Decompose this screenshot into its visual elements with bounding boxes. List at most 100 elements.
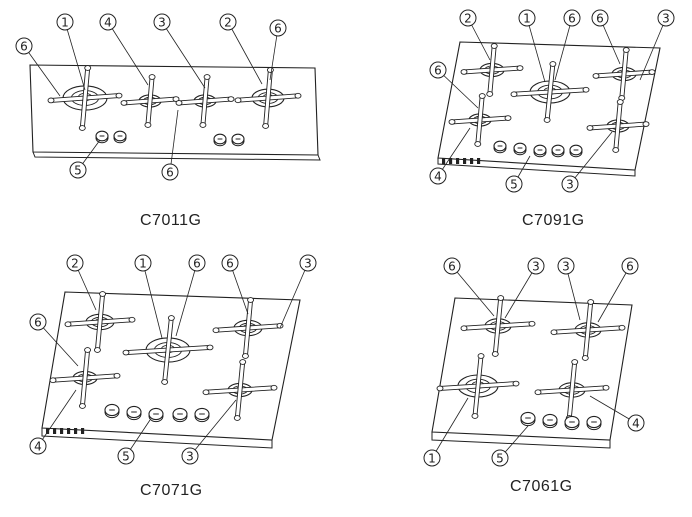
grate: [550, 299, 626, 361]
grate-bar-horizontal-foot: [512, 380, 520, 387]
grate-bar-horizontal-foot: [516, 65, 524, 71]
leader-line: [229, 262, 249, 315]
grate-bar-vertical-foot: [144, 122, 152, 128]
knob: [113, 130, 127, 144]
callout: 1: [423, 397, 469, 467]
grate-bar-vertical-foot: [486, 91, 494, 97]
grate-bar-vertical-foot: [571, 359, 579, 365]
callout-number: 6: [434, 64, 442, 78]
grate-bar-vertical-foot: [490, 43, 498, 49]
grate-bar-horizontal-foot: [460, 69, 468, 75]
grate: [460, 43, 524, 97]
leader-line: [37, 321, 79, 367]
vent-slot: [60, 428, 64, 434]
grate-bar-horizontal-foot: [128, 316, 136, 323]
grate-bar-vertical-foot: [84, 347, 92, 353]
callout-circle: [423, 449, 441, 467]
callout-circle: [627, 414, 645, 432]
callout: 5: [117, 419, 151, 465]
grate-bar-vertical-foot: [148, 74, 156, 80]
callout-number: 3: [304, 257, 312, 271]
leader-line: [504, 265, 537, 319]
callout-number: 1: [523, 12, 531, 26]
grate-bar-vertical-foot: [266, 67, 274, 73]
callout-number: 2: [464, 12, 472, 26]
vent-slot: [477, 158, 481, 164]
grate-bar-horizontal-foot: [64, 321, 72, 328]
plate-edge: [437, 158, 636, 177]
knob: [148, 407, 164, 423]
grate-bar-horizontal-foot: [550, 329, 558, 336]
callout-number: 3: [532, 260, 540, 274]
callout-circle: [443, 257, 461, 275]
leader-line: [279, 262, 309, 329]
grate-bar-vertical-foot: [239, 359, 247, 365]
grate: [175, 74, 235, 128]
callout-number: 6: [34, 316, 42, 330]
grate-bar-vertical-foot: [549, 61, 557, 67]
grate-bar-vertical-foot: [93, 347, 101, 353]
vent-slot: [46, 428, 50, 434]
callout: 6: [175, 254, 206, 337]
vent-slot: [470, 158, 474, 164]
grate: [460, 295, 536, 357]
callout: 3: [561, 131, 613, 193]
callout-circle: [161, 163, 179, 181]
callout-circle: [99, 13, 117, 31]
leader-line: [597, 265, 631, 323]
leader-line: [142, 262, 163, 339]
leader-line: [437, 69, 479, 109]
grate-bar-vertical-foot: [612, 147, 620, 153]
callout-circle: [429, 61, 447, 79]
glass-plate: [41, 291, 301, 441]
callout-circle: [66, 254, 84, 272]
callout-number: 3: [662, 12, 670, 26]
callout: 6: [29, 313, 79, 367]
leader-line: [569, 131, 613, 185]
callout: 5: [505, 155, 531, 193]
grate-bar-vertical-foot: [167, 315, 175, 321]
vent-slot: [456, 158, 460, 164]
callout-number: 5: [122, 450, 130, 464]
callout: 6: [591, 9, 621, 65]
callout: 6: [443, 257, 495, 317]
leader-line: [639, 17, 667, 81]
leader-line: [554, 17, 573, 81]
knob: [533, 144, 547, 158]
grate-bar-vertical-foot: [581, 355, 589, 361]
callout-number: 5: [74, 164, 82, 178]
leader-line: [107, 21, 149, 86]
callout-number: 3: [158, 16, 166, 30]
grate: [448, 93, 512, 147]
vent-slot: [53, 428, 57, 434]
callout: 4: [589, 395, 645, 432]
callout-number: 6: [626, 260, 634, 274]
callout-circle: [188, 254, 206, 272]
knob: [493, 140, 507, 154]
callout-circle: [557, 257, 575, 275]
vent-strip: [46, 428, 85, 434]
callout-circle: [591, 9, 609, 27]
grate-bar-horizontal-foot: [115, 92, 123, 99]
grate-bar-vertical-foot: [199, 122, 207, 128]
callout: 6: [221, 254, 249, 315]
callout-circle: [527, 257, 545, 275]
grate-bar-vertical-foot: [84, 65, 92, 71]
knob: [586, 415, 602, 431]
callout-circle: [153, 13, 171, 31]
leader-line: [64, 21, 86, 91]
callout-circle: [561, 175, 579, 193]
callout-number: 6: [568, 12, 576, 26]
callout-number: 1: [61, 16, 69, 30]
grate-bar-horizontal-foot: [202, 389, 210, 396]
grate-bar-vertical-foot: [241, 353, 249, 359]
grate-bar-horizontal-foot: [436, 385, 444, 392]
knob: [551, 144, 565, 158]
callout-number: 4: [104, 16, 112, 30]
grate-bar-vertical-foot: [471, 413, 479, 419]
leader-line: [437, 127, 471, 177]
